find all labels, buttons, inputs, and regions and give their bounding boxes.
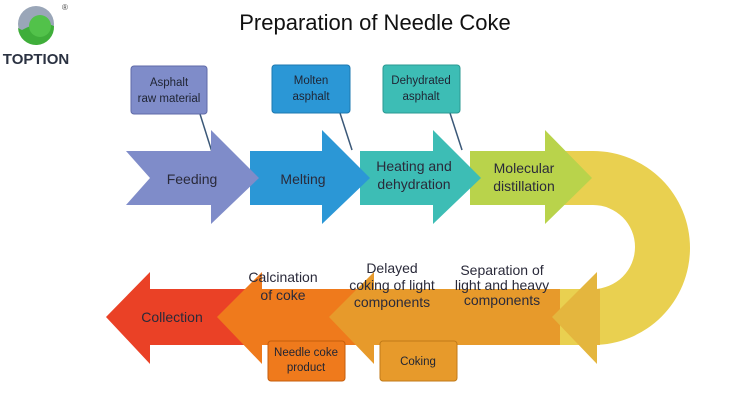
logo-text: TOPTION — [3, 51, 69, 68]
step-label-delayed-1: Delayed — [366, 260, 417, 276]
callout-text: asphalt — [402, 91, 440, 103]
step-molecular-distillation-arrow — [470, 130, 592, 224]
step-label-delayed-3: components — [354, 294, 430, 310]
step-label-melting: Melting — [280, 171, 325, 187]
step-label-calcination-1: Calcination — [248, 269, 317, 285]
step-separation-arrow — [552, 272, 600, 364]
callout-text: asphalt — [292, 91, 330, 103]
registered-mark: ® — [62, 3, 68, 12]
step-label-collection: Collection — [141, 309, 202, 325]
step-feeding-arrow — [126, 130, 259, 224]
step-heating-arrow — [360, 130, 481, 224]
callout-needle-coke-product: Needle coke product — [267, 340, 346, 382]
callout-text: product — [287, 362, 326, 374]
callout-molten-asphalt: Molten asphalt — [271, 64, 351, 114]
page-title: Preparation of Needle Coke — [239, 10, 511, 35]
step-label-heating-2: dehydration — [377, 176, 450, 192]
step-label-separation-3: components — [464, 292, 540, 308]
callout-coking: Coking — [379, 340, 458, 382]
callout-text: Dehydrated — [391, 75, 450, 87]
step-label-separation-2: light and heavy — [455, 277, 549, 293]
callout-dehydrated-asphalt: Dehydrated asphalt — [382, 64, 461, 114]
step-label-molecular-1: Molecular — [494, 160, 555, 176]
callout-text: raw material — [138, 93, 201, 105]
step-label-heating-1: Heating and — [376, 158, 452, 174]
step-label-molecular-2: distillation — [493, 178, 554, 194]
callout-asphalt-raw-material: Asphalt raw material — [130, 65, 208, 115]
step-label-feeding: Feeding — [167, 171, 218, 187]
step-melting-arrow — [250, 130, 370, 224]
step-label-separation-1: Separation of — [460, 262, 543, 278]
callout-text: Coking — [400, 356, 436, 368]
toption-logo: ® TOPTION — [3, 3, 69, 68]
step-label-delayed-2: coking of light — [349, 277, 435, 293]
callout-text: Molten — [294, 75, 329, 87]
callout-text: Asphalt — [150, 77, 189, 89]
callout-text: Needle coke — [274, 347, 338, 359]
step-label-calcination-2: of coke — [260, 287, 305, 303]
